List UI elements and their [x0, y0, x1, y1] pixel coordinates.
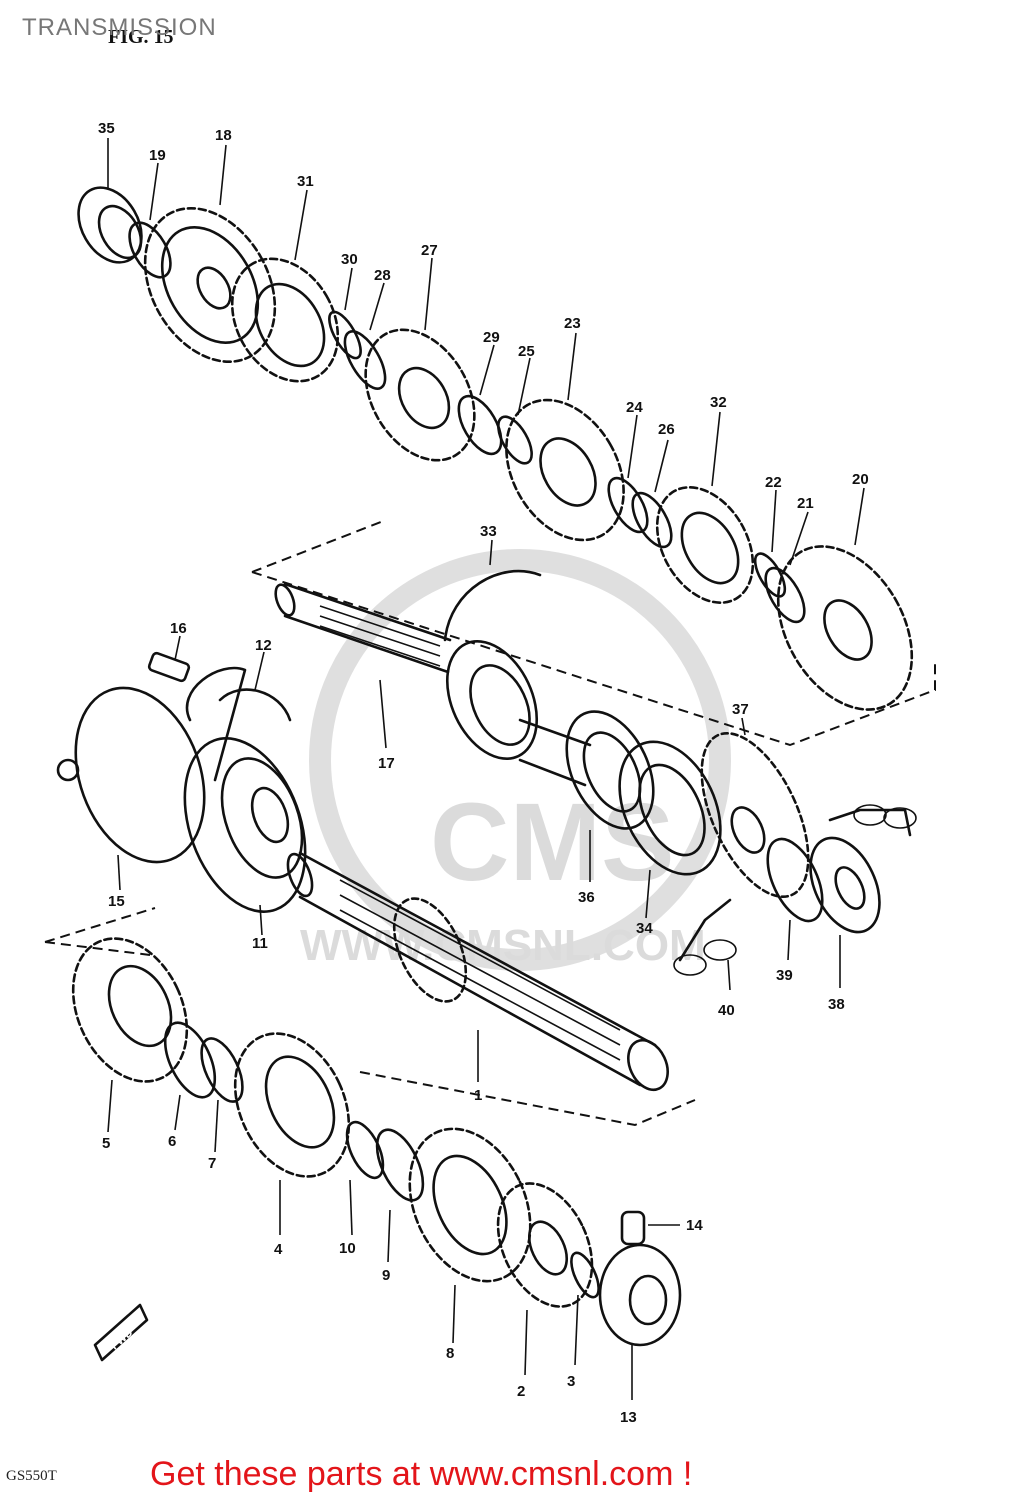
parts-cta-link[interactable]: Get these parts at www.cmsnl.com ! — [150, 1455, 693, 1493]
part-label-8: 8 — [446, 1345, 454, 1362]
part-label-37: 37 — [732, 701, 749, 718]
part-label-36: 36 — [578, 889, 595, 906]
part-label-21: 21 — [797, 495, 814, 512]
part-label-22: 22 — [765, 474, 782, 491]
part-label-26: 26 — [658, 421, 675, 438]
part-label-24: 24 — [626, 399, 643, 416]
part-label-14: 14 — [686, 1217, 703, 1234]
part-label-34: 34 — [636, 920, 653, 937]
part-label-1: 1 — [474, 1087, 482, 1104]
countershaft-group-outline — [251, 519, 936, 747]
part-label-9: 9 — [382, 1267, 390, 1284]
part-label-38: 38 — [828, 996, 845, 1013]
part-label-16: 16 — [170, 620, 187, 637]
driveshaft — [286, 851, 669, 1092]
part-label-7: 7 — [208, 1155, 216, 1172]
part-label-31: 31 — [297, 173, 314, 190]
part-label-11: 11 — [252, 935, 268, 952]
part-label-13: 13 — [620, 1409, 637, 1426]
part-label-32: 32 — [710, 394, 727, 411]
part-label-30: 30 — [341, 251, 358, 268]
countershaft — [274, 569, 592, 787]
part-label-39: 39 — [776, 967, 793, 984]
bearing-retainer-parts — [56, 651, 307, 913]
part-label-20: 20 — [852, 471, 869, 488]
forward-arrow: FWD — [93, 1303, 149, 1362]
part-label-19: 19 — [149, 147, 166, 164]
part-label-25: 25 — [518, 343, 535, 360]
part-number-labels: 35 19 18 31 30 28 27 29 25 23 24 26 32 2… — [98, 120, 869, 1426]
part-label-33: 33 — [480, 523, 497, 540]
part-label-10: 10 — [339, 1240, 356, 1257]
figure-label: FIG. 15 — [108, 26, 174, 48]
lower-gear-stack — [71, 937, 682, 1347]
part-label-3: 3 — [567, 1373, 575, 1390]
model-code: GS550T — [6, 1468, 57, 1484]
part-label-4: 4 — [274, 1241, 283, 1258]
output-side-parts — [565, 710, 917, 976]
part-label-5: 5 — [102, 1135, 110, 1152]
part-label-27: 27 — [421, 242, 438, 259]
part-label-40: 40 — [718, 1002, 735, 1019]
driveshaft-group-outline — [44, 907, 696, 1127]
part-label-12: 12 — [255, 637, 272, 654]
upper-gear-stack — [77, 186, 914, 711]
part-label-18: 18 — [215, 127, 232, 144]
part-label-15: 15 — [108, 893, 125, 910]
part-label-28: 28 — [374, 267, 391, 284]
page-title: TRANSMISSION — [22, 14, 217, 41]
part-label-23: 23 — [564, 315, 581, 332]
part-label-2: 2 — [517, 1383, 525, 1400]
part-label-17: 17 — [378, 755, 395, 772]
leader-lines — [107, 138, 865, 1400]
part-label-35: 35 — [98, 120, 115, 137]
watermark-brand: CMS — [430, 781, 674, 904]
part-label-29: 29 — [483, 329, 500, 346]
part-label-6: 6 — [168, 1133, 176, 1150]
